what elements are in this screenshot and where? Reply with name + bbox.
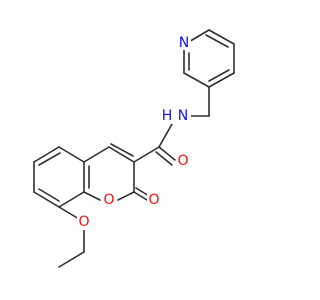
bond: [208, 69, 230, 82]
bond: [108, 146, 135, 163]
bond: [38, 152, 61, 166]
bond: [33, 146, 60, 163]
bond: [205, 34, 229, 48]
bond: [133, 146, 160, 163]
bonds: [33, 29, 235, 268]
oxygen-atom-label: O: [78, 214, 89, 230]
bond: [58, 191, 85, 208]
bond: [155, 151, 173, 166]
bond: [133, 191, 148, 201]
bond: [58, 146, 85, 163]
bond: [158, 146, 176, 161]
bond: [33, 191, 60, 208]
bond: [183, 72, 210, 88]
molecule-structure: N N H O O O O: [33, 29, 235, 268]
bond: [83, 146, 110, 163]
bond: [208, 29, 235, 45]
nitrogen-atom-label: N: [178, 108, 188, 124]
bond: [158, 123, 173, 148]
bond: [208, 72, 235, 88]
bond: [110, 143, 134, 157]
atom-labels: N N H O O O O: [77, 34, 191, 230]
bond: [83, 191, 101, 201]
nitrogen-atom-label: N: [179, 35, 189, 51]
bond: [135, 187, 150, 197]
bond: [117, 191, 135, 201]
hydrogen-atom-label: H: [162, 108, 173, 124]
oxygen-atom-label: O: [148, 192, 159, 208]
bond: [58, 251, 85, 268]
oxygen-atom-label: O: [177, 153, 188, 169]
oxygen-atom-label: O: [103, 192, 114, 208]
bond: [38, 188, 60, 202]
